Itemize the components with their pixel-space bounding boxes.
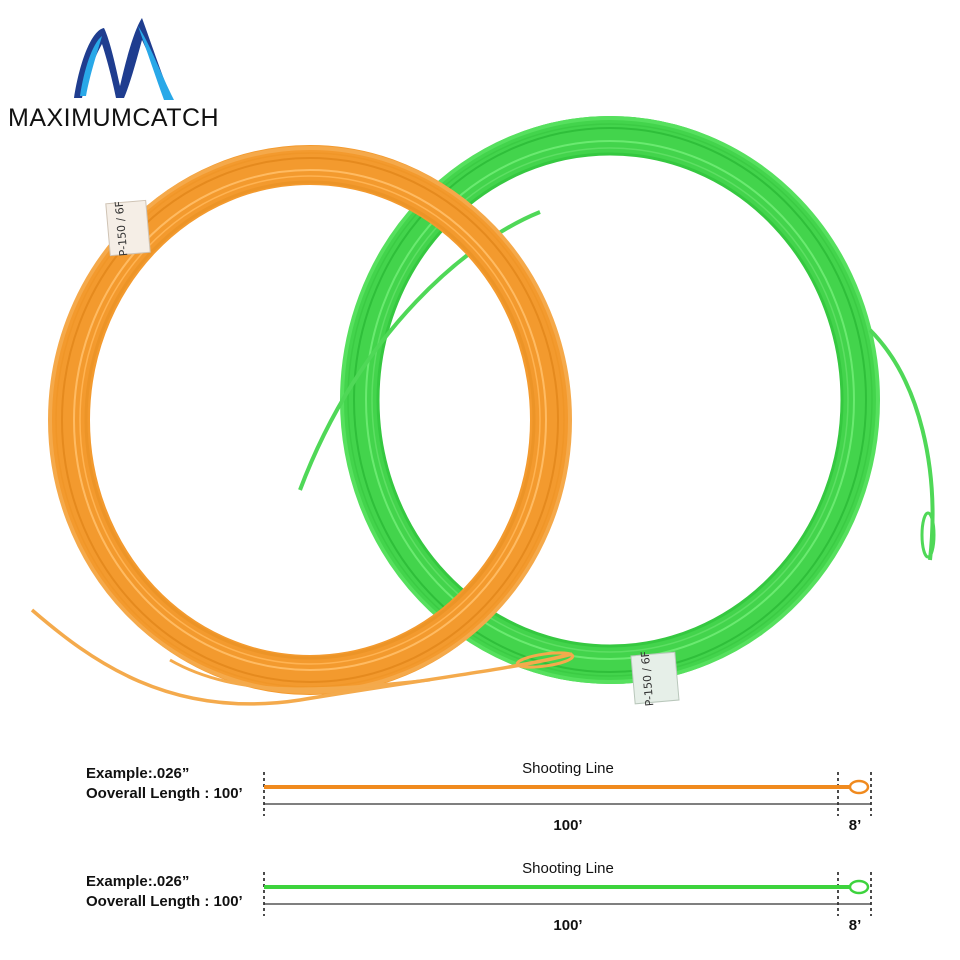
loop-icon: [848, 779, 870, 795]
diagram-main-length: 100’: [553, 917, 582, 934]
diagram-main-length: 100’: [553, 817, 582, 834]
diagram-title: Shooting Line: [522, 760, 614, 777]
diagram-example-label: Example:.026”: [86, 873, 189, 890]
orange-fly-line: [30, 145, 575, 706]
brand-logo-icon: [74, 18, 174, 100]
orange-tag-text: P-150 / 6F: [113, 200, 131, 256]
line-diagram-green: Example:.026” Ooverall Length : 100’ Sho…: [86, 860, 872, 934]
loop-icon: [848, 879, 870, 895]
green-line-tag: P-150 / 6F: [630, 650, 680, 707]
brand-name: MAXIMUMCATCH: [8, 104, 220, 132]
green-fly-line: [298, 116, 936, 684]
diagram-length-label: Ooverall Length : 100’: [86, 785, 243, 802]
line-diagram-orange: Example:.026” Ooverall Length : 100’ Sho…: [86, 760, 872, 834]
diagram-example-label: Example:.026”: [86, 765, 189, 782]
orange-line-tag: P-150 / 6F: [105, 199, 151, 257]
diagram-title: Shooting Line: [522, 860, 614, 877]
diagram-loop-length: 8’: [849, 817, 862, 834]
green-tag-text: P-150 / 6F: [639, 650, 657, 706]
diagram-length-label: Ooverall Length : 100’: [86, 893, 243, 910]
diagram-loop-length: 8’: [849, 917, 862, 934]
